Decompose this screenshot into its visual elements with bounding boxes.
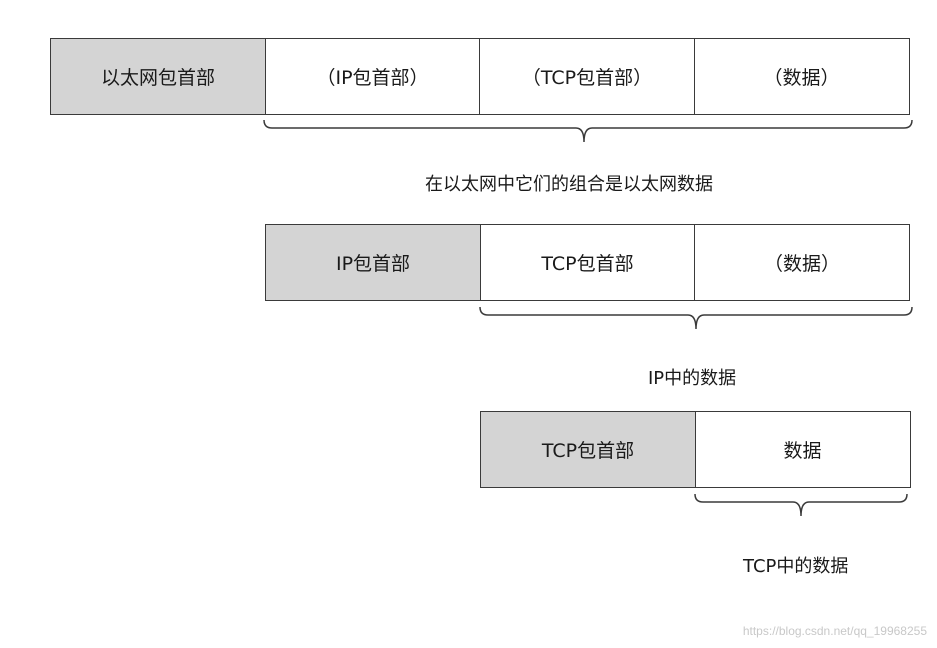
data-cell: 数据 bbox=[694, 411, 911, 488]
tcp-header-cell: TCP包首部 bbox=[479, 224, 696, 301]
tcp-header-cell: TCP包首部 bbox=[480, 411, 696, 488]
ip-data-brace bbox=[479, 306, 913, 330]
tcp-header-cell: （TCP包首部） bbox=[479, 38, 695, 115]
ethernet-frame-row: 以太网包首部 （IP包首部） （TCP包首部） （数据） bbox=[50, 38, 910, 115]
ethernet-header-cell: 以太网包首部 bbox=[50, 38, 266, 115]
ip-data-caption: IP中的数据 bbox=[648, 368, 737, 389]
data-cell: （数据） bbox=[693, 38, 910, 115]
tcp-data-brace bbox=[694, 493, 908, 517]
tcp-data-caption: TCP中的数据 bbox=[743, 556, 849, 577]
tcp-segment-row: TCP包首部 数据 bbox=[480, 411, 911, 488]
ip-header-cell: IP包首部 bbox=[265, 224, 481, 301]
ip-packet-row: IP包首部 TCP包首部 （数据） bbox=[265, 224, 910, 301]
data-cell: （数据） bbox=[694, 224, 910, 301]
ethernet-data-caption: 在以太网中它们的组合是以太网数据 bbox=[425, 174, 713, 195]
ethernet-data-brace bbox=[263, 119, 913, 143]
watermark: https://blog.csdn.net/qq_19968255 bbox=[742, 624, 927, 638]
ip-header-cell: （IP包首部） bbox=[264, 38, 481, 115]
